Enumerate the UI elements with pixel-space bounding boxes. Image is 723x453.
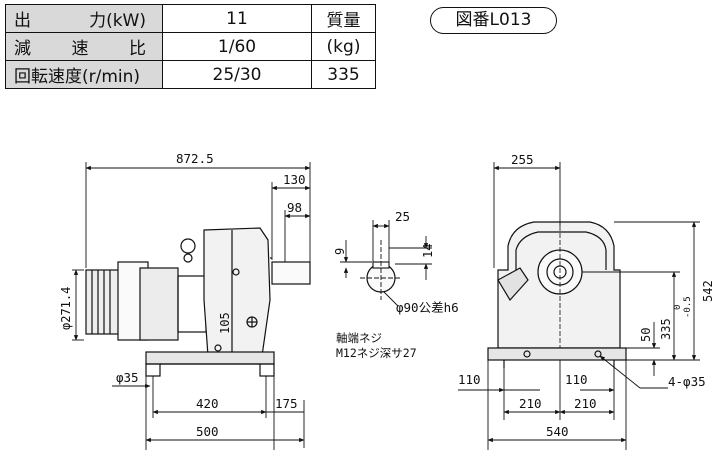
- ratio-label-part: 減: [14, 39, 31, 59]
- spec-row-speed: 回転速度(r/min) 25/30 335: [5, 60, 376, 89]
- dim-shaft-height: 105: [218, 312, 232, 334]
- dim-total-height: 542: [701, 280, 715, 302]
- ratio-label: 減 速 比: [5, 32, 163, 61]
- end-view-labels: 255 542 335 0 -0.5 50 110 110 210 210 54…: [458, 152, 715, 439]
- base-frame: [145, 351, 275, 365]
- side-view-labels: 872.5 130 98 φ271.4 105 φ35 420 175 500: [59, 151, 306, 439]
- dim-overall-width: 540: [546, 424, 569, 439]
- side-view: [85, 227, 311, 377]
- speed-label: 回転速度(r/min): [5, 60, 163, 89]
- side-view-dimensions: [72, 162, 311, 450]
- dim-center-height: 335: [659, 318, 673, 340]
- dim-mount-holes: 4-φ35: [668, 374, 706, 389]
- dim-shaft-diameter: φ90公差h6: [396, 300, 459, 315]
- dim-key-depth: 9: [333, 248, 347, 255]
- shaft-section: [340, 220, 432, 307]
- ratio-value: 1/60: [162, 32, 312, 61]
- dim-base-hole: φ35: [116, 370, 139, 385]
- dim-right-half: 210: [574, 396, 597, 411]
- spec-row-output: 出 力(kW) 11 質量: [5, 4, 376, 33]
- figure-number-badge: 図番L013: [430, 7, 557, 34]
- dim-shaft-length: 98: [287, 200, 302, 215]
- dim-overall-length: 872.5: [176, 151, 214, 166]
- dim-right-foot: 110: [565, 372, 588, 387]
- spec-table: 出 力(kW) 11 質量 減 速 比 1/60 (kg) 回転速度(r/min…: [5, 4, 376, 89]
- weight-value: 335: [311, 60, 376, 89]
- dim-base-end: 175: [275, 396, 298, 411]
- end-view-dimensions: [458, 162, 700, 450]
- output-shaft: [271, 261, 311, 285]
- dim-top-width: 255: [511, 152, 534, 167]
- shaft-section-labels: 25 9 14 φ90公差h6 軸端ネジ M12ネジ深サ27: [333, 209, 459, 360]
- dim-motor-diameter: φ271.4: [59, 287, 73, 330]
- spec-row-ratio: 減 速 比 1/60 (kg): [5, 32, 376, 61]
- gearbox-housing: [203, 227, 271, 357]
- thread-note-line1: 軸端ネジ: [336, 331, 382, 345]
- dim-base-span: 420: [196, 396, 219, 411]
- dim-key-width: 25: [395, 209, 410, 224]
- speed-value: 25/30: [162, 60, 312, 89]
- dim-left-foot: 110: [458, 372, 481, 387]
- dim-base-height: 50: [639, 328, 653, 342]
- output-label-part: 力(kW): [89, 11, 146, 31]
- ratio-label-part: 比: [129, 39, 146, 59]
- dim-key-height: 14: [421, 244, 435, 258]
- output-label-part: 出: [14, 11, 31, 31]
- end-view: [487, 221, 627, 368]
- dim-center-tol-lower: -0.5: [683, 296, 693, 318]
- dim-center-tol-upper: 0: [673, 305, 683, 310]
- ratio-label-part: 速: [71, 39, 89, 59]
- dim-left-half: 210: [519, 396, 542, 411]
- thread-note-line2: M12ネジ深サ27: [336, 346, 417, 360]
- dim-base-length: 500: [196, 424, 219, 439]
- output-label: 出 力(kW): [5, 4, 163, 33]
- dim-shaft-extension: 130: [283, 172, 306, 187]
- weight-unit: (kg): [311, 32, 376, 61]
- shaft-center-mark: [232, 268, 240, 276]
